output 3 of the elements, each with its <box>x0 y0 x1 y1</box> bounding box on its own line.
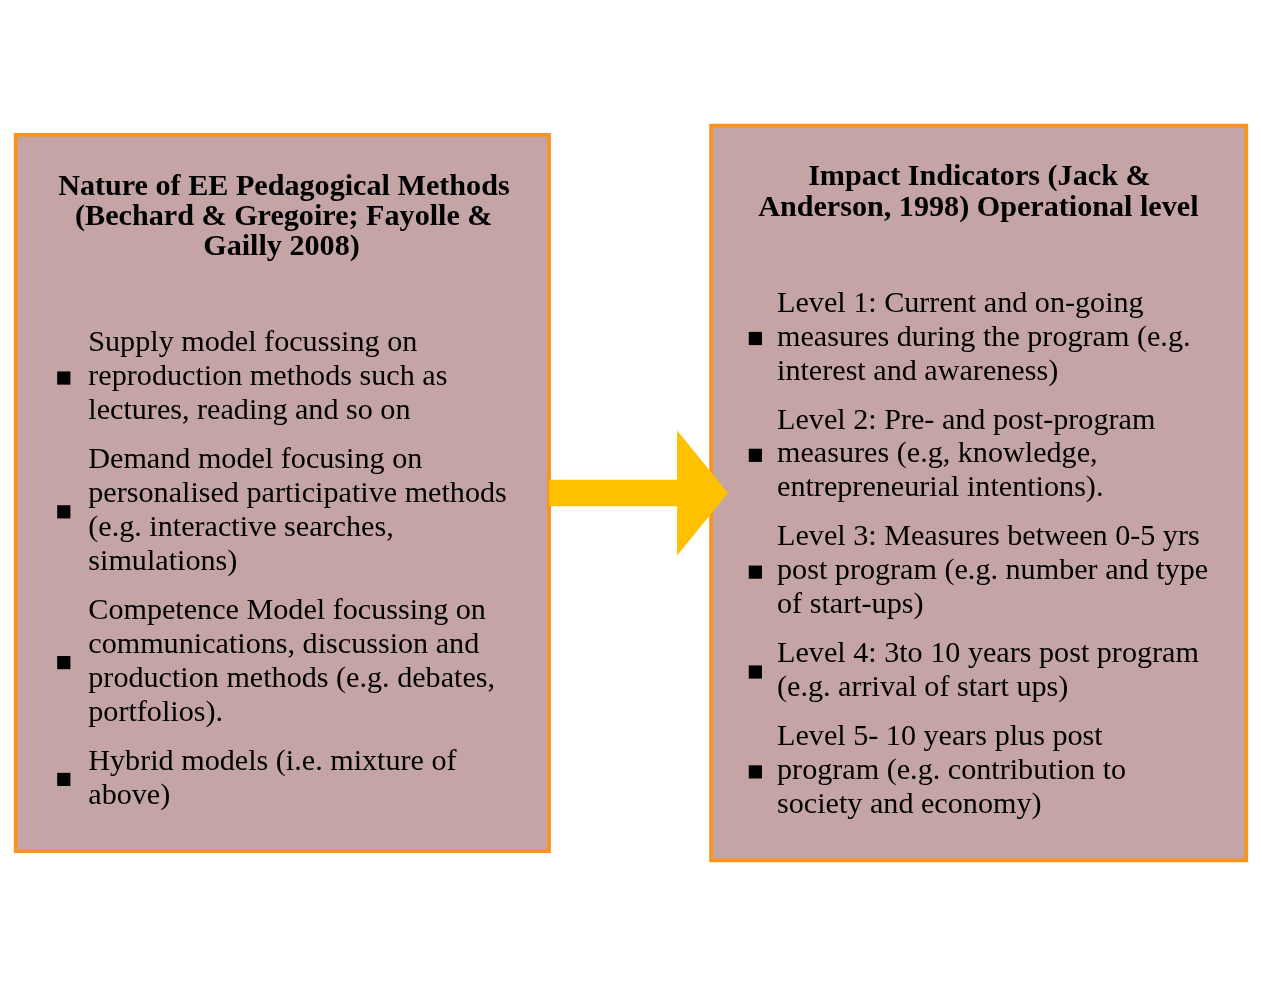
arrow <box>549 430 729 556</box>
node-box: Impact Indicators (Jack & Anderson, 1998) Operational level Level 1: Current and on-going measures during the program (e.g. interest and awareness) Level 2: Pre- and post-program measures (e.g, knowledge, entrepreneurial intentions). Level 3: Measures between 0-5 yrs post program (e.g. number and type of start-ups) Level 4: 3to 10 years post program (e.g. arrival of start ups) Level 5- 10 years plus post program (e.g. contribution to society and economy) <box>709 123 1249 863</box>
node-box: Nature of EE Pedagogical Methods (Bechard & Gregoire; Fayolle & Gailly 2008) Supply model focussing on reproduction methods such as lectures, reading and so on Demand model focusing on personalised participative methods (e.g. interactive searches, simulations) Competence Model focussing on communications, discussion and production methods (e.g. debates, portfolios). Hybrid models (i.e. mixture of above) <box>13 133 551 853</box>
